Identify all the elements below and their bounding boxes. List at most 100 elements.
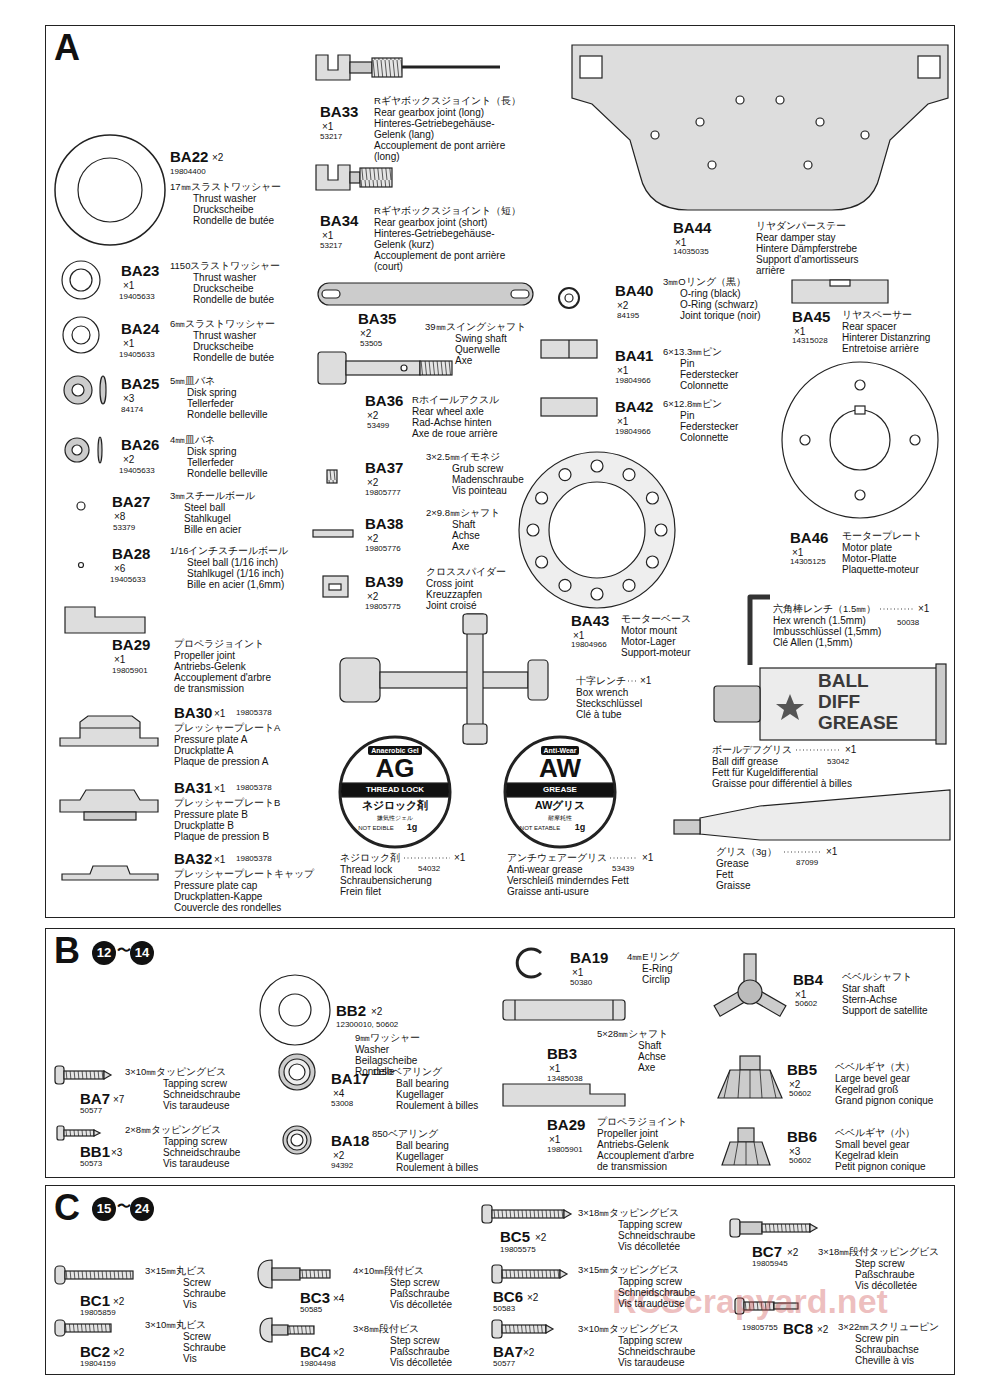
part-description: Druckscheibe (193, 341, 254, 352)
japanese-name: ボールデフグリス (712, 744, 792, 756)
part-description: Thrust washer (193, 272, 256, 283)
part-description: Fett für Kugeldifferential (712, 767, 818, 778)
step-number: 15 (97, 1202, 111, 1216)
part-description: Bille en acier (1,6mm) (187, 579, 284, 590)
part-code: BC2 (80, 1343, 110, 1360)
part-number: 19405633 (119, 466, 155, 476)
part-number: 53499 (367, 421, 389, 431)
japanese-name: 3×15㎜タッピングビス (578, 1264, 679, 1276)
japanese-name: ベベルギヤ（小） (835, 1127, 915, 1139)
part-description: Tapping screw (618, 1276, 682, 1287)
part-number: 19805378 (236, 854, 272, 864)
part-description: Federstecker (680, 369, 738, 380)
quantity: ×2 (787, 1247, 798, 1259)
part-number: 87099 (796, 858, 818, 868)
part-code: BC5 (500, 1228, 530, 1245)
part-description: Washer (355, 1044, 389, 1055)
quantity: ×1 (123, 338, 134, 350)
can-lettering: ネジロック剤 (362, 799, 428, 812)
part-description: Rear gearbox joint (short) (374, 217, 487, 228)
japanese-name: 6×12.8㎜ピン (663, 398, 722, 410)
part-description: Rondelle de butée (193, 294, 274, 305)
part-description: Thread lock (340, 864, 392, 875)
part-code: BC7 (752, 1243, 782, 1260)
part-description: Rad-Achse hinten (412, 417, 492, 428)
part-description: Frein filet (340, 886, 381, 897)
quantity: ×2 (367, 591, 378, 603)
part-description: Cross joint (426, 578, 473, 589)
quantity: ×1 (549, 1063, 560, 1075)
part-description: Querwelle (455, 344, 500, 355)
part-description: Tellerfeder (187, 457, 234, 468)
quantity: ×3 (111, 1147, 122, 1159)
part-description: Hex wrench (1.5mm) (773, 615, 866, 626)
part-number: 19805901 (112, 666, 148, 676)
part-code: BA28 (112, 545, 150, 562)
part-description: Thrust washer (193, 193, 256, 204)
part-number: 19805378 (236, 708, 272, 718)
can-lettering: 1g (407, 822, 418, 832)
japanese-name: ベベルギヤ（大） (835, 1061, 915, 1073)
japanese-name: Rギヤボックスジョイント（長） (374, 95, 521, 107)
part-description: Axe (452, 541, 469, 552)
part-number: 14035035 (673, 247, 709, 257)
part-description: de transmission (174, 683, 244, 694)
part-description: Roulement à billes (396, 1100, 478, 1111)
part-description: Colonnette (680, 432, 728, 443)
part-code: BA34 (320, 212, 358, 229)
part-description: Paßschraube (390, 1288, 449, 1299)
part-description: Vis (183, 1353, 197, 1364)
can-lettering: 嫌気性ジェル (377, 814, 413, 822)
part-code: BA39 (365, 573, 403, 590)
quantity: ×7 (113, 1094, 124, 1106)
part-number: 53379 (113, 523, 135, 533)
quantity: ×1 (454, 852, 465, 864)
part-description: Propeller joint (174, 650, 235, 661)
part-description: Joint croisé (426, 600, 477, 611)
part-code: BC3 (300, 1289, 330, 1306)
quantity: ×2 (535, 1232, 546, 1244)
part-code: BA23 (121, 262, 159, 279)
part-description: Hinteres-Getriebegehäuse- (374, 228, 495, 239)
part-description: Step screw (390, 1277, 439, 1288)
part-code: BC1 (80, 1292, 110, 1309)
part-description: Antriebs-Gelenk (174, 661, 246, 672)
quantity: ×2 (123, 454, 134, 466)
quantity: ×2 (523, 1347, 534, 1359)
part-description: O-Ring (schwarz) (680, 299, 758, 310)
japanese-name: 3㎜スチールボール (170, 490, 255, 502)
part-description: Ball diff grease (712, 756, 778, 767)
japanese-name: 1150ベアリング (372, 1066, 442, 1078)
part-description: Druckscheibe (193, 204, 254, 215)
part-description: Kegelrad klein (835, 1150, 898, 1161)
part-description: Schneidschraube (163, 1089, 240, 1100)
part-description: arrière (756, 265, 785, 276)
japanese-name: 2×9.8㎜シャフト (426, 507, 500, 519)
part-description: Bille en acier (184, 524, 241, 535)
part-code: BC4 (300, 1343, 330, 1360)
part-description: Ball bearing (396, 1078, 449, 1089)
part-code: BC8 (783, 1320, 813, 1337)
tube-lettering: BALL (818, 670, 869, 691)
part-code: BA46 (790, 529, 828, 546)
part-description: Vis taraudeuse (618, 1298, 685, 1309)
part-code: BA38 (365, 515, 403, 532)
step-badge: 15 (92, 1197, 116, 1221)
part-description: Accouplement d'arbre (597, 1150, 694, 1161)
part-description: Rondelle belleville (187, 468, 268, 479)
part-description: Graisse pour différentiel à billes (712, 778, 852, 789)
part-number: 19804966 (615, 376, 651, 386)
part-description: Schneidschraube (163, 1147, 240, 1158)
part-number: 53217 (320, 132, 342, 142)
part-description: Kugellager (396, 1089, 444, 1100)
part-description: Vis taraudeuse (163, 1100, 230, 1111)
quantity: ×1 (322, 121, 333, 133)
part-description: Disk spring (187, 446, 236, 457)
part-description: Rear wheel axle (412, 406, 484, 417)
can-lettering: AW (539, 754, 581, 782)
quantity: ×2 (367, 410, 378, 422)
quantity: ×8 (114, 511, 125, 523)
tube-lettering: DIFF (818, 691, 860, 712)
part-code: BA29 (547, 1116, 585, 1133)
japanese-name: Rホイールアクスル (412, 394, 499, 406)
